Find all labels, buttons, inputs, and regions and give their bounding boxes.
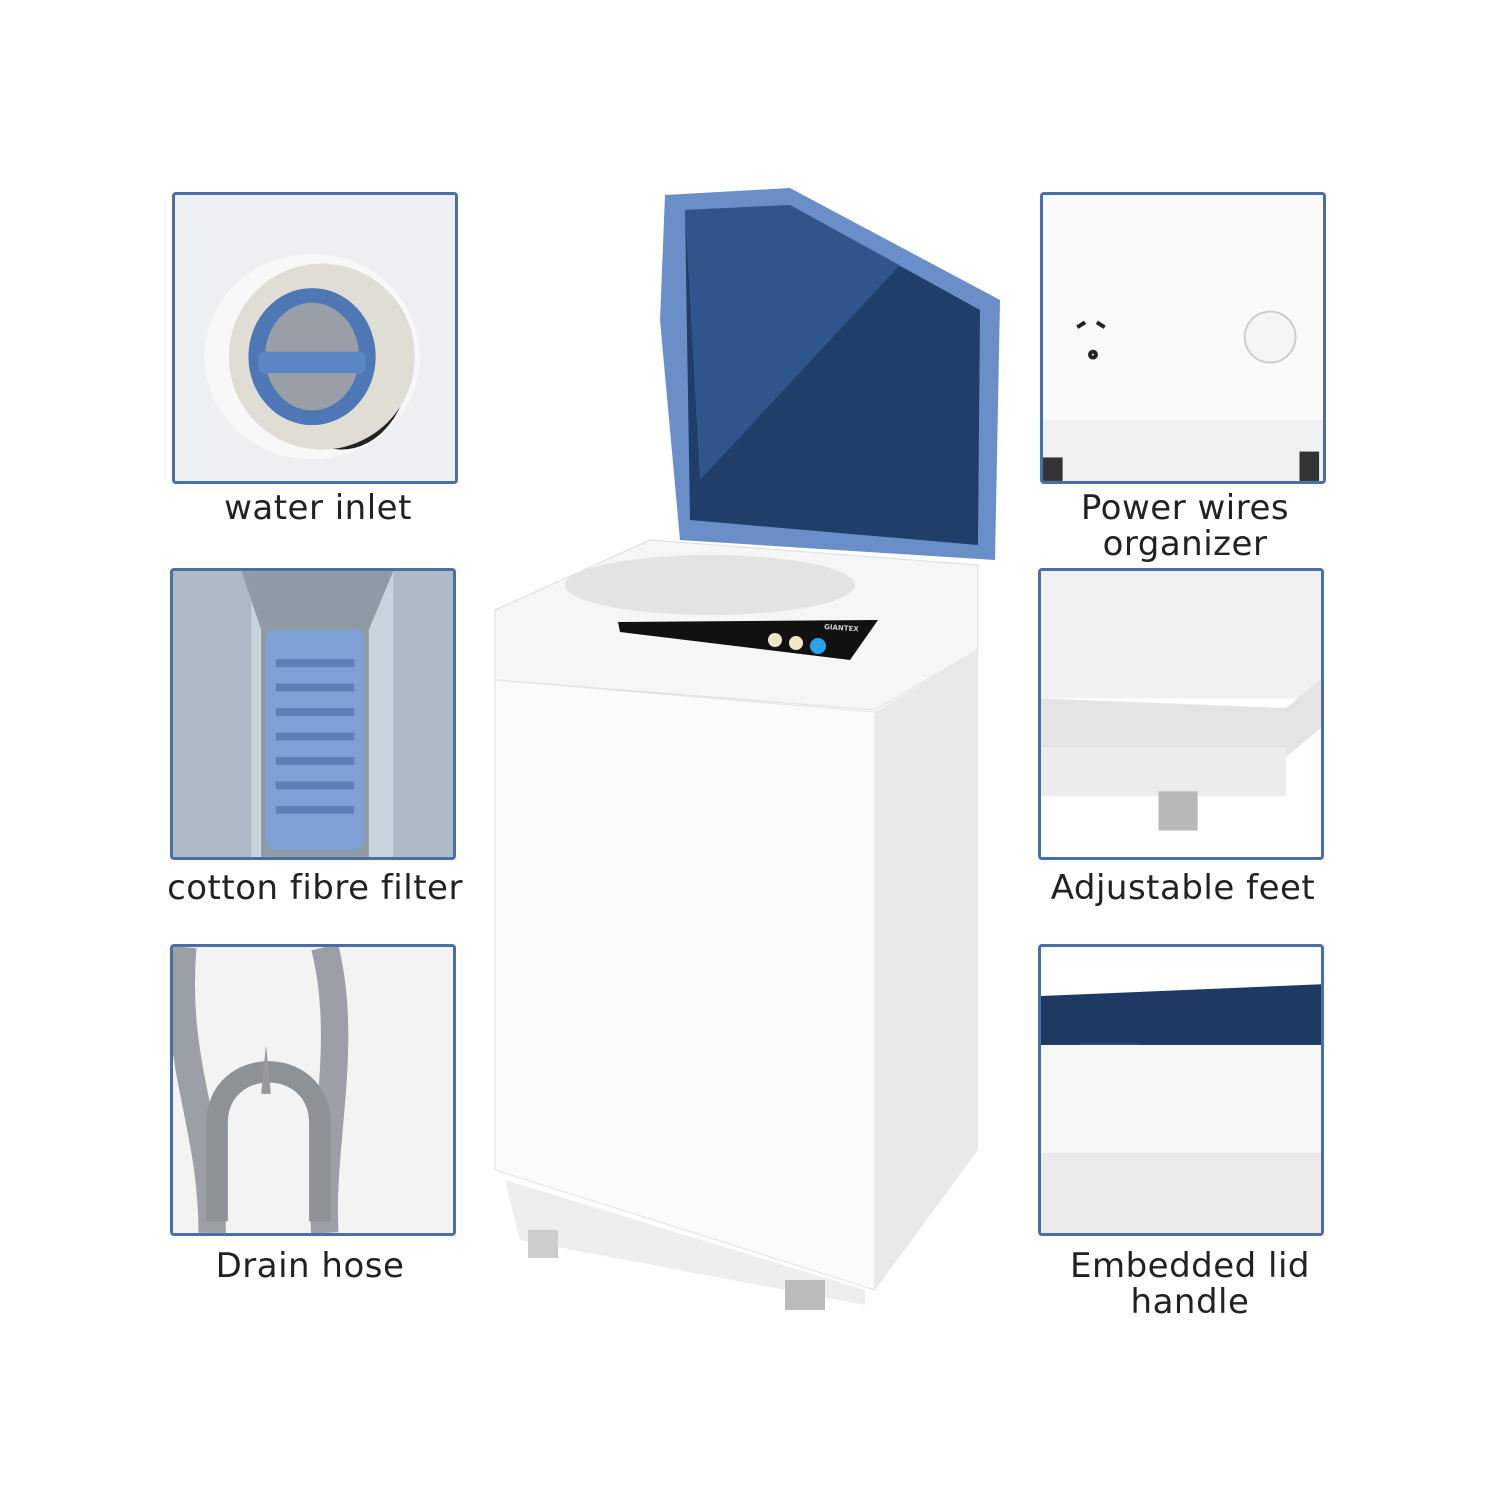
adjustable-feet-label: Adjustable feet xyxy=(1050,868,1316,908)
washing-machine-image: GIANTEX xyxy=(494,188,1000,1310)
brand-logo-text: GIANTEX xyxy=(824,623,860,633)
cotton-fibre-filter-image xyxy=(170,568,456,860)
water-inlet-image xyxy=(172,192,458,484)
drain-hose-image xyxy=(170,944,456,1236)
cotton-fibre-filter-label: cotton fibre filter xyxy=(167,868,463,908)
embedded-lid-handle-image xyxy=(1038,944,1324,1236)
power-wires-organizer-image xyxy=(1040,192,1326,484)
embedded-lid-handle-label: Embedded lid handle xyxy=(1069,1246,1311,1322)
power-wires-organizer-label: Power wires organizer xyxy=(1080,488,1290,564)
adjustable-feet-image xyxy=(1038,568,1324,860)
water-inlet-label: water inlet xyxy=(224,488,412,528)
drain-hose-label: Drain hose xyxy=(215,1246,405,1286)
